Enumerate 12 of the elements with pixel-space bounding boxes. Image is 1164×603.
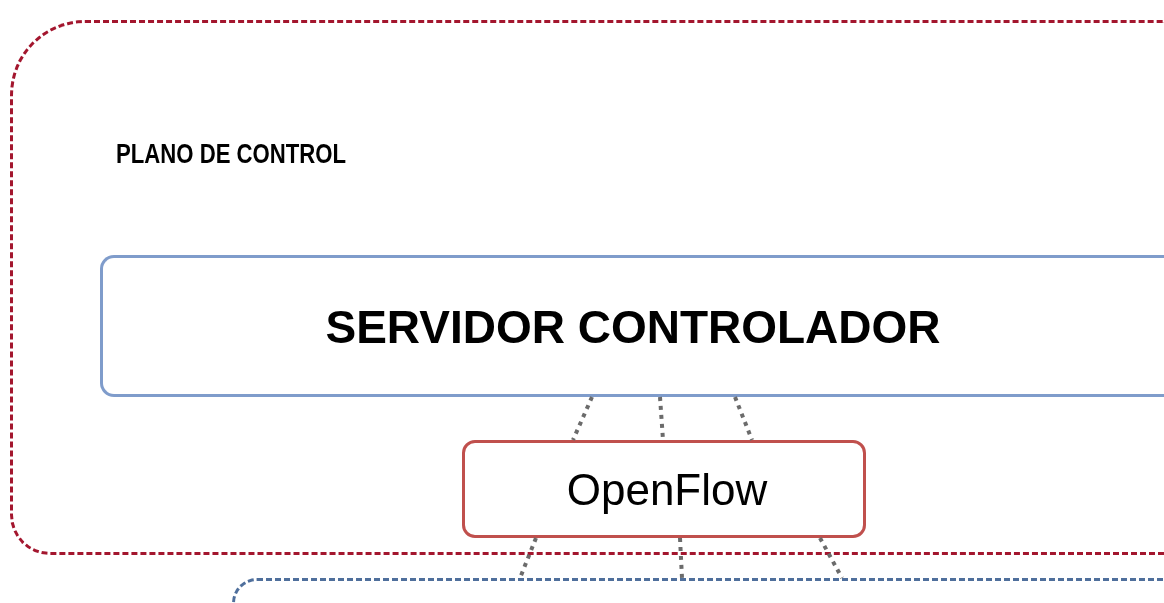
data-plane-region [232, 578, 1164, 603]
dotted-connector [818, 537, 844, 579]
dotted-connector [571, 396, 594, 441]
server-label: SERVIDOR CONTROLADOR [325, 300, 941, 354]
dotted-connector [678, 537, 684, 579]
protocol-box [462, 440, 866, 538]
region-title: PLANO DE CONTROL [116, 139, 346, 170]
protocol-label: OpenFlow [566, 465, 768, 515]
control-plane-region [10, 20, 1164, 555]
controller-server-box [100, 255, 1164, 397]
dotted-connector [518, 537, 538, 579]
dotted-connector [733, 396, 754, 441]
